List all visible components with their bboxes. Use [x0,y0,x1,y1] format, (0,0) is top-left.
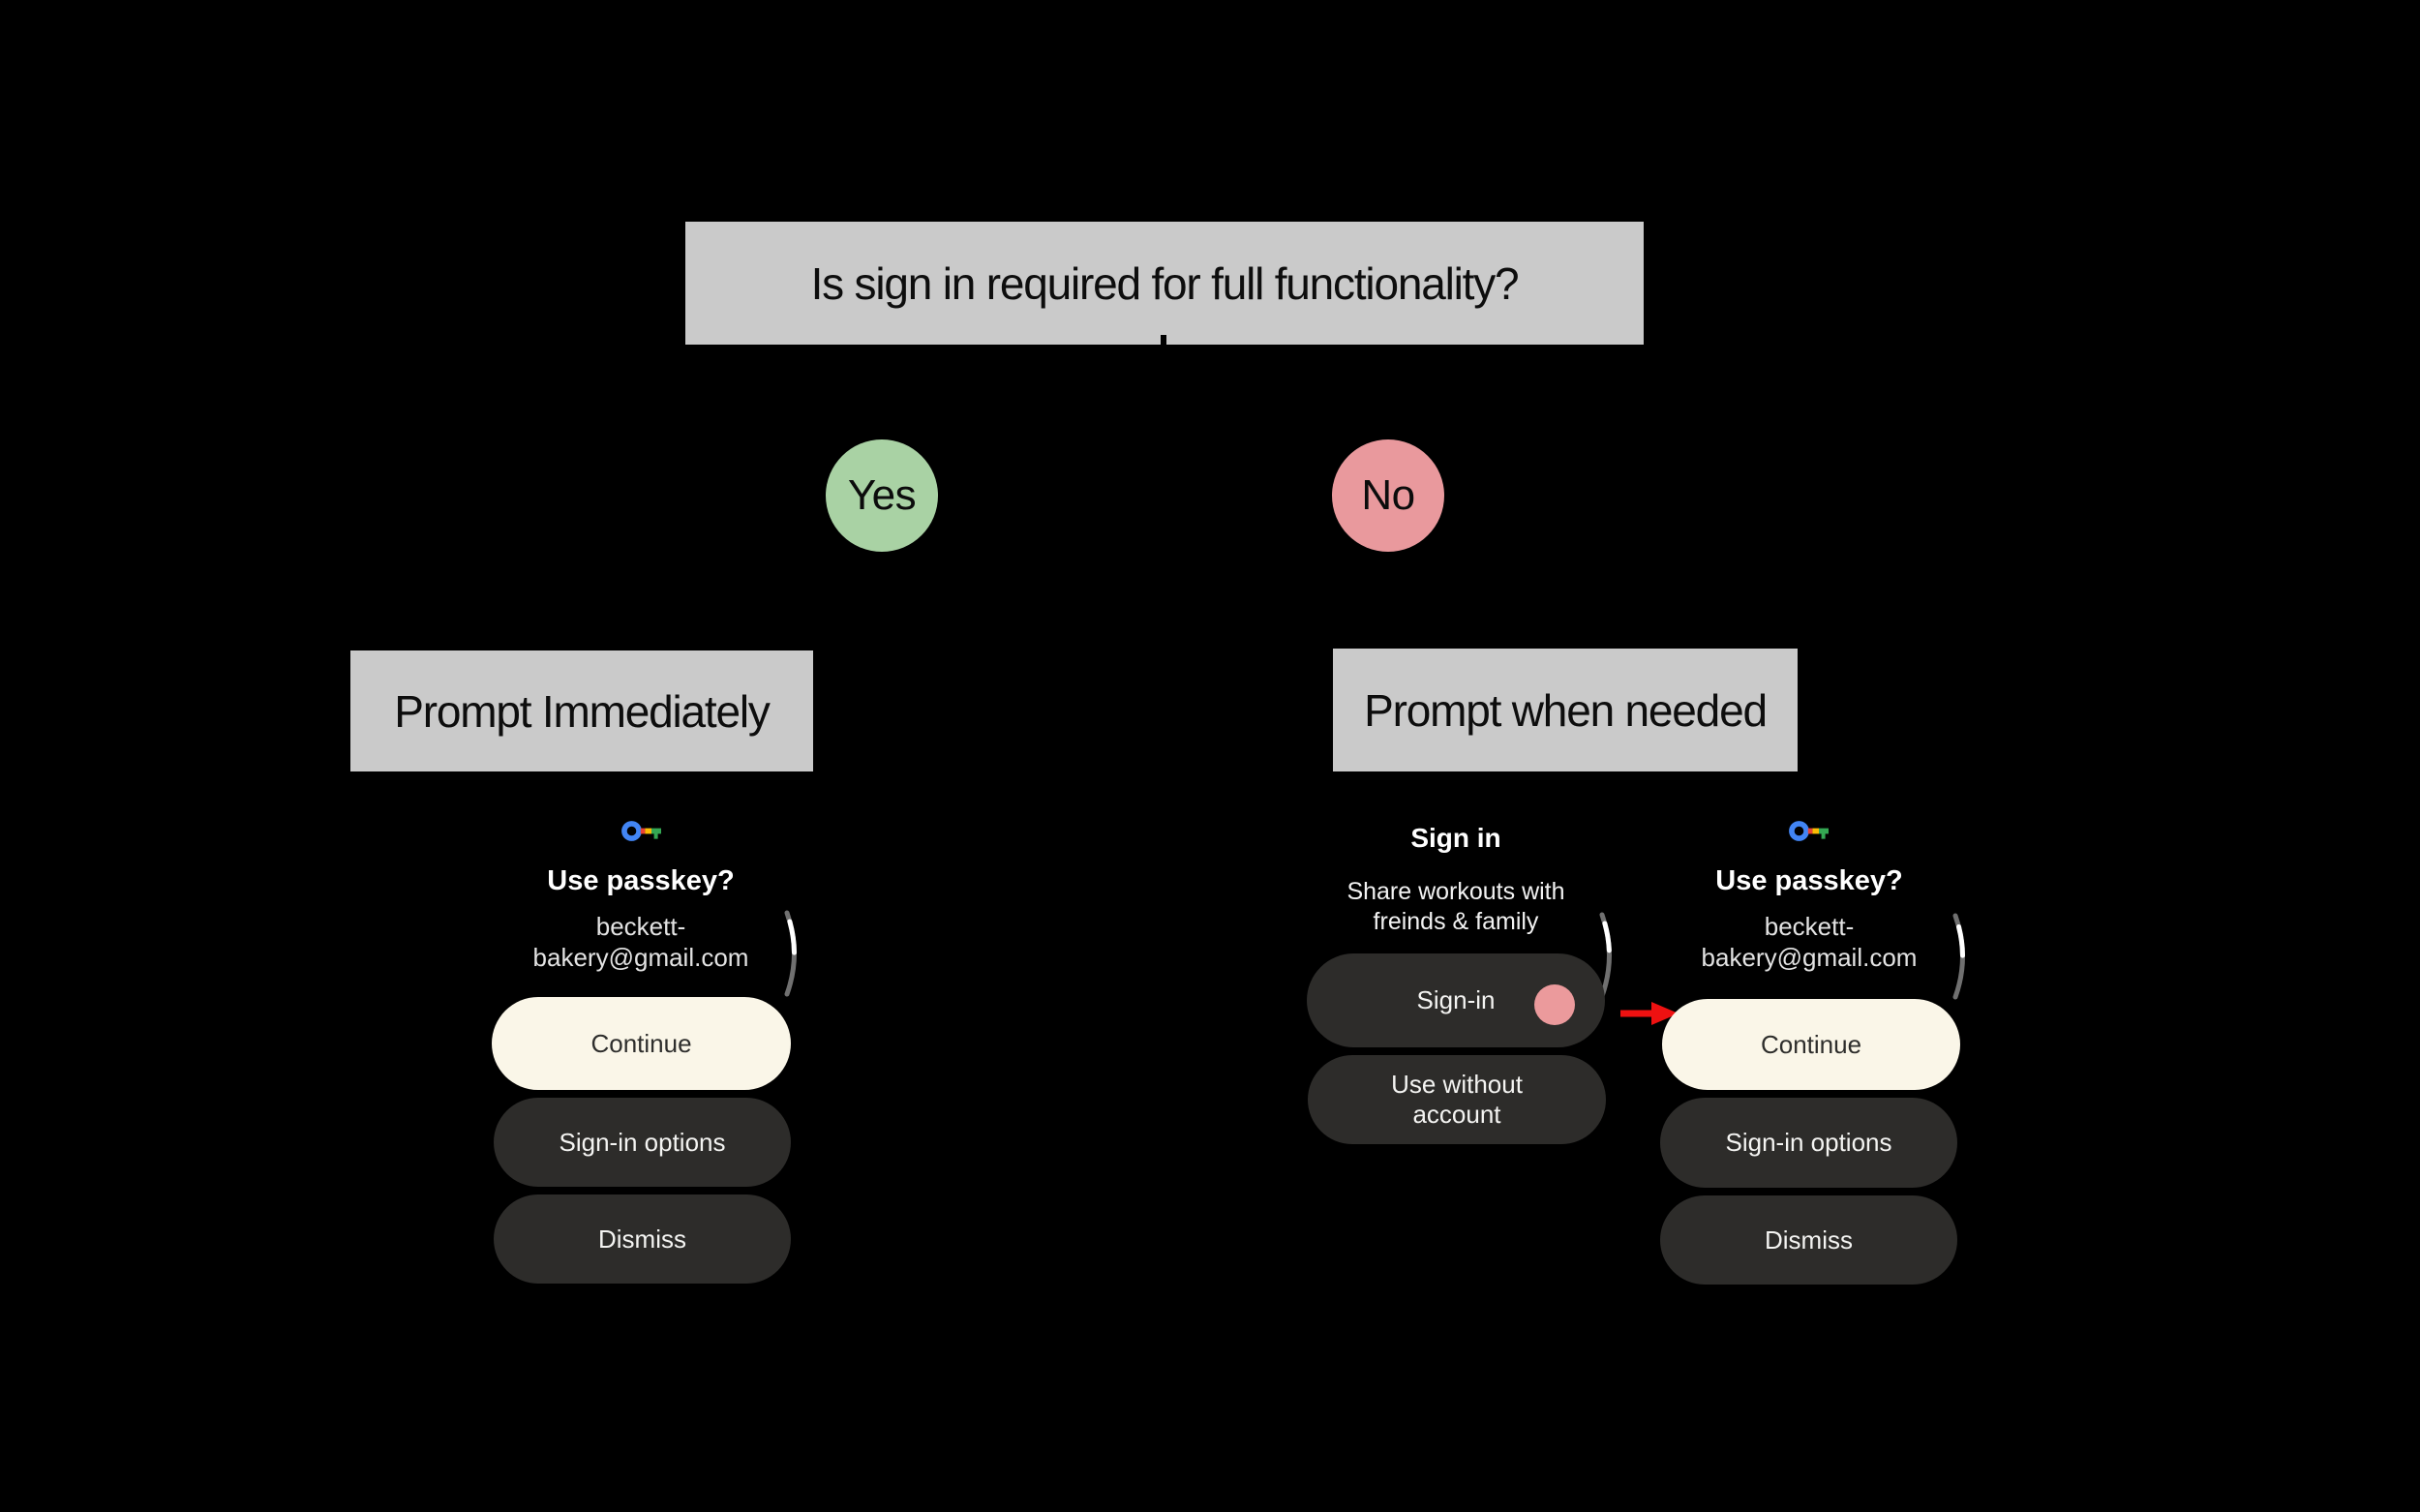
scroll-indicator[interactable] [1951,912,1972,1001]
dismiss-button[interactable]: Dismiss [494,1194,791,1284]
signin-title: Sign in [1410,823,1501,853]
passkey-title: Use passkey? [547,865,735,896]
passkey-email: beckett- bakery@gmail.com [471,911,810,973]
signin-options-button[interactable]: Sign-in options [1660,1098,1957,1188]
passkey-icon [1789,820,1829,842]
scroll-indicator[interactable] [1597,911,1618,1000]
signin-subtitle-line2: freinds & family [1373,908,1539,935]
connector-stub-below-question [1161,335,1166,345]
tap-indicator [1534,984,1575,1025]
use-without-account-line1: Use without [1391,1070,1523,1099]
passkey-email-line1: beckett- [1764,912,1855,941]
signin-subtitle: Share workouts with freinds & family [1301,877,1611,937]
continue-button[interactable]: Continue [1662,999,1960,1090]
scroll-indicator[interactable] [782,909,803,998]
signin-subtitle-line1: Share workouts with [1346,878,1565,905]
red-arrow-icon [1620,1000,1680,1027]
branch-box-prompt-immediately: Prompt Immediately [350,650,813,771]
passkey-email-line1: beckett- [595,912,686,941]
continue-button[interactable]: Continue [492,997,791,1090]
passkey-title: Use passkey? [1715,865,1903,896]
decision-question-box: Is sign in required for full functionali… [685,222,1644,345]
passkey-email-line2: bakery@gmail.com [532,943,749,972]
no-badge: No [1332,439,1444,552]
signin-options-button[interactable]: Sign-in options [494,1098,791,1187]
passkey-email-line2: bakery@gmail.com [1701,943,1918,972]
yes-badge: Yes [826,439,938,552]
branch-box-prompt-when-needed: Prompt when needed [1333,649,1798,771]
dismiss-button[interactable]: Dismiss [1660,1195,1957,1285]
passkey-icon [621,820,661,842]
use-without-account-line2: account [1412,1100,1501,1129]
passkey-email: beckett- bakery@gmail.com [1640,911,1979,973]
use-without-account-button[interactable]: Use without account [1308,1055,1606,1144]
